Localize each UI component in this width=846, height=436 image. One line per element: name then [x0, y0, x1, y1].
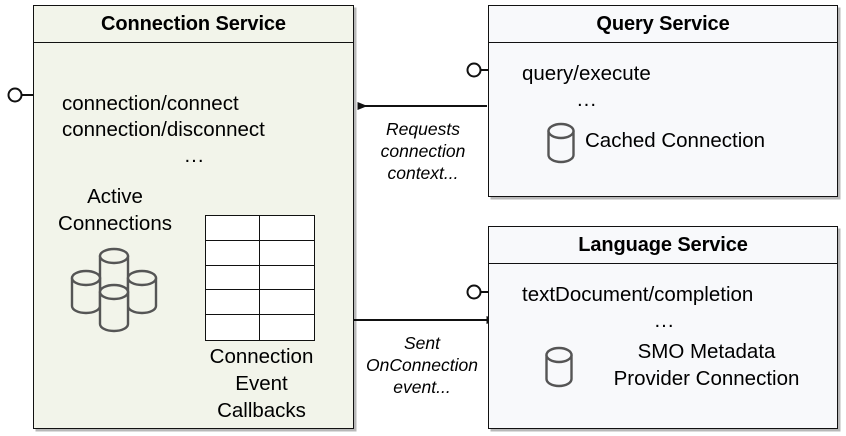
- query-service-interface-list: query/execute: [522, 61, 812, 87]
- interface-connection-connect[interactable]: connection/connect: [62, 92, 239, 115]
- cylinder-left: [70, 269, 102, 315]
- interface-textdocument-completion[interactable]: textDocument/completion: [522, 283, 754, 306]
- table-cell: [260, 315, 314, 340]
- table-cell: [206, 265, 260, 291]
- table-cell: [206, 315, 260, 340]
- table-cell: [206, 216, 260, 241]
- edge-label-sent-onconnection-event: Sent OnConnection event...: [354, 332, 490, 398]
- table-cell: [260, 290, 314, 316]
- cylinder-front: [98, 283, 130, 333]
- smo-resource-line-2: Provider Connection: [613, 367, 800, 390]
- active-connections-line-2: Connections: [58, 212, 172, 235]
- connection-event-callbacks-table[interactable]: [205, 215, 315, 341]
- table-cell: [260, 266, 314, 291]
- smo-resource-line-1: SMO Metadata: [637, 340, 776, 363]
- interface-connection-disconnect[interactable]: connection/disconnect: [62, 118, 265, 141]
- query-service-title: Query Service: [489, 6, 837, 43]
- active-connections-cylinder-cluster: [59, 238, 177, 338]
- connection-service-interface-list: connection/connect connection/disconnect…: [62, 91, 327, 169]
- component-query-service[interactable]: Query Service query/execute ... Cached C…: [488, 5, 838, 197]
- cylinder-right: [126, 269, 158, 315]
- table-cell: [206, 290, 260, 316]
- callbacks-line-1: Connection: [209, 345, 314, 368]
- callbacks-line-3: Callbacks: [217, 399, 306, 422]
- database-cluster-icon: [70, 247, 158, 333]
- component-language-service[interactable]: Language Service textDocument/completion…: [488, 226, 838, 429]
- active-connections-line-1: Active: [87, 185, 143, 208]
- smo-metadata-provider-cylinder: [544, 346, 574, 388]
- edge-label-line-2: connection: [380, 141, 466, 161]
- language-service-title: Language Service: [489, 227, 837, 264]
- table-cell: [206, 240, 260, 266]
- language-service-ellipsis: ...: [654, 309, 675, 332]
- query-service-ellipsis: ...: [576, 88, 598, 111]
- language-service-body: textDocument/completion ... SMO Metadata…: [489, 264, 837, 428]
- edge-label-requests-connection-context: Requests connection context...: [358, 118, 488, 184]
- language-service-interface-list: textDocument/completion: [522, 282, 822, 308]
- edge-label-line-3: context...: [387, 163, 459, 183]
- interface-query-execute[interactable]: query/execute: [522, 62, 651, 85]
- table-cell: [260, 241, 314, 266]
- callbacks-line-2: Event: [235, 372, 288, 395]
- cached-connection-label: Cached Connection: [585, 129, 766, 152]
- component-connection-service[interactable]: Connection Service connection/connect co…: [33, 5, 354, 429]
- connection-service-title: Connection Service: [34, 6, 353, 43]
- table-cell: [260, 216, 314, 241]
- edge-label-line-1: Requests: [386, 119, 460, 139]
- connection-service-ellipsis: ...: [184, 144, 205, 167]
- database-icon: [545, 346, 573, 388]
- edge-label-line-3: event...: [393, 377, 451, 397]
- query-service-body: query/execute ... Cached Connection: [489, 43, 837, 196]
- connection-event-callbacks-label: Connection Event Callbacks: [184, 343, 339, 424]
- smo-metadata-provider-label: SMO Metadata Provider Connection: [584, 338, 829, 392]
- edge-label-line-2: OnConnection: [366, 355, 478, 375]
- cached-connection-cylinder: [546, 122, 576, 164]
- active-connections-label: Active Connections: [40, 183, 190, 237]
- connection-service-body: connection/connect connection/disconnect…: [34, 43, 353, 428]
- edge-label-line-1: Sent: [404, 333, 440, 353]
- database-icon: [547, 122, 575, 164]
